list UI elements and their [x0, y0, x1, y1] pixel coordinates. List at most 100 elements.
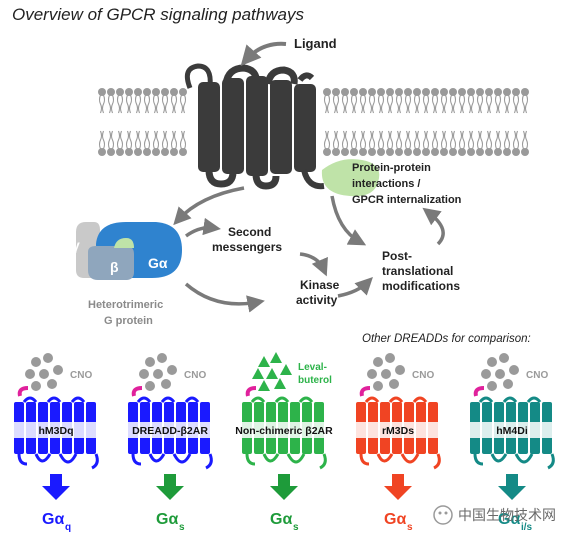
arrow-second-to-kinase	[299, 252, 328, 277]
n-terminal-tag	[473, 386, 485, 397]
g-alpha-label: Gα	[498, 511, 520, 528]
signal-arrow	[156, 474, 184, 500]
g-alpha-subscript: s	[179, 522, 185, 533]
ligand-triangle	[258, 380, 270, 391]
ligand-dot	[509, 365, 519, 375]
ptm-line2: translational	[382, 264, 453, 278]
n-terminal-tag	[131, 386, 143, 397]
ligand-dot	[157, 353, 167, 363]
g-alpha-label: Gα	[384, 511, 406, 528]
name-band	[238, 422, 330, 438]
ligand-triangle	[274, 378, 286, 389]
ligand-dot	[481, 369, 491, 379]
ligand-triangle	[266, 368, 278, 379]
ppi-label-line3: GPCR internalization	[352, 194, 462, 206]
ligand-dot	[499, 353, 509, 363]
ligand-arrow	[240, 41, 287, 66]
arrow-gprotein-to-second	[184, 217, 221, 238]
ligand-dot	[153, 369, 163, 379]
ligand-triangle	[280, 364, 292, 375]
arrow-ptm-to-ppi	[422, 207, 445, 246]
ligand-particles	[139, 353, 177, 391]
kinase-line2: activity	[296, 293, 338, 307]
gprotein-label-line1: Heterotrimeric	[88, 299, 163, 311]
ligand-dot	[367, 369, 377, 379]
g-alpha-subscript: s	[407, 522, 413, 533]
dreadd-name: DREADD-β2AR	[132, 425, 208, 437]
watermark: 中国生物技术网	[433, 505, 556, 525]
g-protein: γ β Gα	[72, 222, 182, 280]
ligand-dot	[373, 381, 383, 391]
signal-arrow	[384, 474, 412, 500]
ligand-name: CNO	[70, 370, 92, 381]
ligand-particles	[481, 353, 519, 391]
name-band	[124, 422, 216, 438]
dreadd-name: hM4Di	[496, 425, 528, 437]
ligand-dot	[389, 379, 399, 389]
ligand-dot	[167, 365, 177, 375]
n-terminal-tag	[245, 386, 257, 397]
arrow-receptor-to-ptm	[330, 195, 367, 246]
ligand-dot	[39, 369, 49, 379]
ligand-dot	[145, 381, 155, 391]
n-terminal-tag	[17, 386, 29, 397]
arrow-gprotein-to-kinase	[184, 282, 265, 313]
signal-arrow	[498, 474, 526, 500]
alpha-label: Gα	[148, 255, 168, 271]
gprotein-label-line2: G protein	[104, 315, 153, 327]
ligand-dot	[373, 357, 383, 367]
name-band	[466, 422, 558, 438]
gamma-label: γ	[72, 237, 80, 253]
ligand-dot	[47, 379, 57, 389]
ptm-line1: Post-	[382, 249, 412, 263]
ligand-triangle	[258, 356, 270, 367]
ligand-dot	[385, 353, 395, 363]
signal-arrow	[270, 474, 298, 500]
ligand-dot	[43, 353, 53, 363]
ligand-dot	[487, 381, 497, 391]
ligand-dot	[145, 357, 155, 367]
g-alpha-label: Gα	[270, 511, 292, 528]
ligand-dot	[495, 369, 505, 379]
comparison-label: Other DREADDs for comparison:	[362, 333, 531, 345]
ligand-dot	[161, 379, 171, 389]
g-alpha-subscript: i/s	[521, 522, 533, 533]
ppi-label-line1: Protein-protein	[352, 162, 431, 174]
name-band	[10, 422, 102, 438]
g-alpha-subscript: q	[65, 522, 71, 533]
gpcr-receptor	[184, 63, 325, 190]
g-alpha-subscript: s	[293, 522, 299, 533]
pathway-arrows	[173, 186, 445, 313]
diagram-title: Overview of GPCR signaling pathways	[12, 5, 304, 24]
ligand-name: Leval-	[298, 362, 327, 373]
ligand-name: CNO	[412, 370, 434, 381]
arrow-receptor-to-gprotein	[173, 186, 245, 226]
g-alpha-label: Gα	[42, 511, 64, 528]
second-messengers-line2: messengers	[212, 240, 282, 254]
receptor-helices	[356, 396, 441, 470]
ligand-triangle	[252, 368, 264, 379]
ligand-particles	[25, 353, 63, 391]
receptor-helices	[128, 396, 213, 470]
ligand-name: CNO	[184, 370, 206, 381]
signal-arrow	[42, 474, 70, 500]
ppi-blob	[321, 159, 380, 197]
ligand-particles	[252, 352, 292, 391]
ligand-dot	[31, 381, 41, 391]
ppi-label-line2: interactions /	[352, 178, 420, 190]
watermark-text: 中国生物技术网	[458, 507, 556, 523]
beta-label: β	[110, 259, 119, 275]
second-messengers-line1: Second	[228, 225, 271, 239]
ligand-dot	[139, 369, 149, 379]
ligand-dot	[487, 357, 497, 367]
dreadd-name: hM3Dq	[39, 425, 74, 437]
ligand-name: CNO	[526, 370, 548, 381]
ligand-triangle	[270, 352, 282, 363]
